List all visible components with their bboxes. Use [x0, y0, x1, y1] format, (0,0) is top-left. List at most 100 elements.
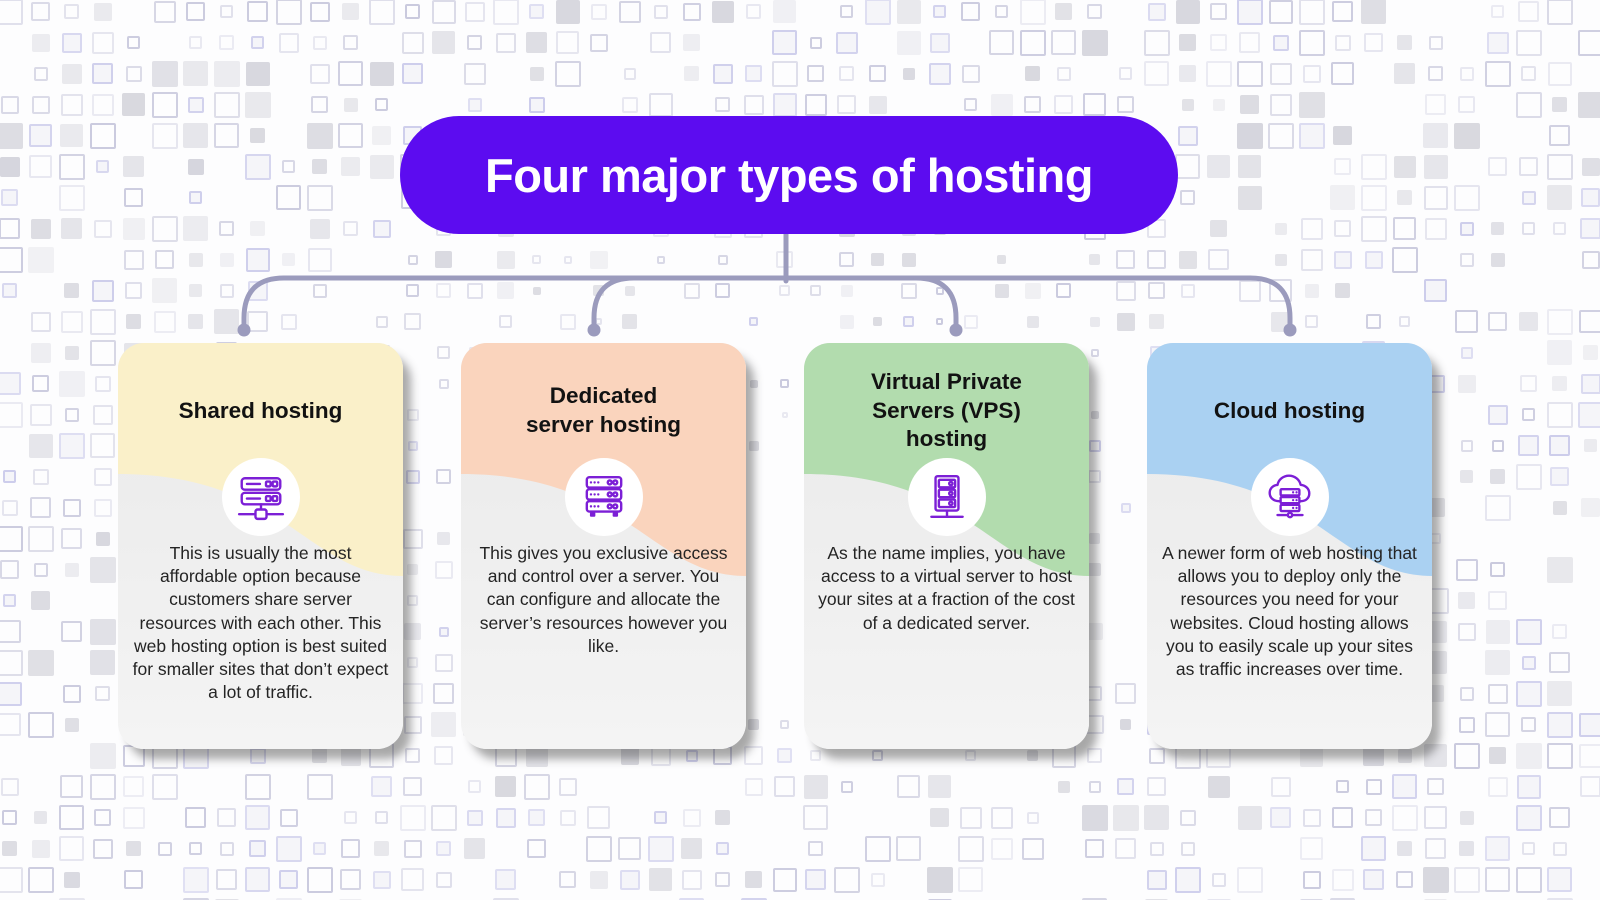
mosaic-square	[307, 774, 333, 800]
mosaic-square	[154, 311, 176, 333]
mosaic-square	[405, 748, 420, 763]
mosaic-square	[439, 627, 449, 637]
mosaic-square	[1088, 563, 1101, 576]
mosaic-square	[961, 2, 980, 21]
mosaic-square	[0, 650, 23, 676]
mosaic-square	[1020, 30, 1046, 56]
mosaic-square	[65, 408, 79, 422]
mosaic-square	[1460, 811, 1474, 825]
mosaic-square	[124, 250, 144, 270]
mosaic-square	[496, 808, 516, 828]
mosaic-square	[468, 780, 481, 793]
mosaic-square	[59, 185, 85, 211]
mosaic-square	[774, 776, 795, 797]
mosaic-square	[433, 683, 454, 704]
mosaic-square	[622, 97, 638, 113]
mosaic-square	[1578, 30, 1600, 56]
mosaic-square	[431, 805, 457, 831]
mosaic-square	[407, 409, 419, 421]
mosaic-square	[1207, 155, 1230, 178]
mosaic-square	[871, 873, 885, 887]
mosaic-square	[927, 867, 953, 893]
mosaic-square	[1361, 154, 1387, 180]
mosaic-square	[92, 63, 113, 84]
mosaic-square	[559, 871, 576, 888]
mosaic-square	[34, 563, 48, 577]
mosaic-square	[1424, 279, 1447, 302]
mosaic-square	[276, 836, 302, 862]
mosaic-square	[403, 777, 422, 796]
mosaic-square	[189, 191, 202, 204]
mosaic-square	[810, 37, 822, 49]
mosaic-square	[903, 316, 914, 327]
mosaic-square	[686, 750, 698, 762]
card-title: Dedicated server hosting	[525, 383, 682, 437]
mosaic-square	[1553, 222, 1566, 235]
mosaic-square	[530, 67, 544, 81]
mosaic-square	[683, 34, 700, 51]
connector-branch-2	[591, 275, 637, 327]
mosaic-square	[1550, 467, 1569, 486]
mosaic-square	[435, 654, 453, 672]
mosaic-square	[0, 682, 22, 706]
mosaic-square	[245, 92, 271, 118]
mosaic-square	[434, 746, 453, 765]
mosaic-square	[95, 686, 110, 701]
mosaic-square	[1182, 99, 1194, 111]
mosaic-square	[1458, 96, 1475, 113]
mosaic-square	[31, 343, 51, 363]
mosaic-square	[995, 5, 1008, 18]
mosaic-square	[158, 842, 172, 856]
mosaic-square	[1489, 747, 1506, 764]
mosaic-square	[1522, 842, 1535, 855]
mosaic-square	[32, 96, 50, 114]
mosaic-square	[1334, 220, 1351, 237]
mosaic-square	[344, 98, 358, 112]
mosaic-square	[620, 870, 640, 890]
mosaic-square	[31, 591, 50, 610]
mosaic-square	[930, 808, 949, 827]
mosaic-square	[189, 36, 202, 49]
mosaic-square	[1085, 839, 1104, 858]
mosaic-square	[1147, 250, 1166, 269]
mosaic-square	[715, 97, 730, 112]
mosaic-square	[29, 124, 52, 147]
mosaic-square	[1584, 439, 1597, 452]
mosaic-square	[1299, 123, 1325, 149]
mosaic-square	[1119, 67, 1132, 80]
mosaic-square	[64, 4, 79, 19]
mosaic-square	[376, 316, 388, 328]
mosaic-square	[1212, 873, 1226, 887]
mosaic-square	[1087, 748, 1102, 763]
mosaic-square	[1275, 223, 1287, 235]
mosaic-square	[1516, 681, 1542, 707]
mosaic-square	[435, 561, 453, 579]
mosaic-square	[0, 867, 23, 893]
mosaic-square	[865, 0, 891, 25]
mosaic-square	[1210, 34, 1227, 51]
mosaic-square	[865, 836, 891, 862]
mosaic-square	[1547, 712, 1573, 738]
mosaic-square	[313, 36, 327, 50]
mosaic-square	[1579, 744, 1600, 768]
mosaic-square	[497, 282, 514, 299]
mosaic-square	[744, 95, 764, 115]
mosaic-square	[125, 282, 142, 299]
mosaic-square	[1121, 503, 1131, 513]
mosaic-square	[1397, 841, 1412, 856]
mosaic-square	[1423, 123, 1448, 148]
mosaic-square	[279, 870, 298, 889]
mosaic-square	[497, 251, 515, 269]
mosaic-square	[152, 123, 178, 149]
mosaic-square	[1424, 806, 1447, 829]
card-description: This is usually the most affordable opti…	[132, 543, 389, 703]
mosaic-square	[872, 750, 883, 761]
mosaic-square	[369, 0, 395, 25]
mosaic-square	[341, 746, 361, 766]
mosaic-square	[1117, 778, 1134, 795]
mosaic-square	[529, 4, 544, 19]
mosaic-square	[2, 810, 17, 825]
mosaic-square	[1488, 591, 1507, 610]
card-title: Shared hosting	[178, 397, 343, 423]
mosaic-square	[373, 871, 391, 889]
